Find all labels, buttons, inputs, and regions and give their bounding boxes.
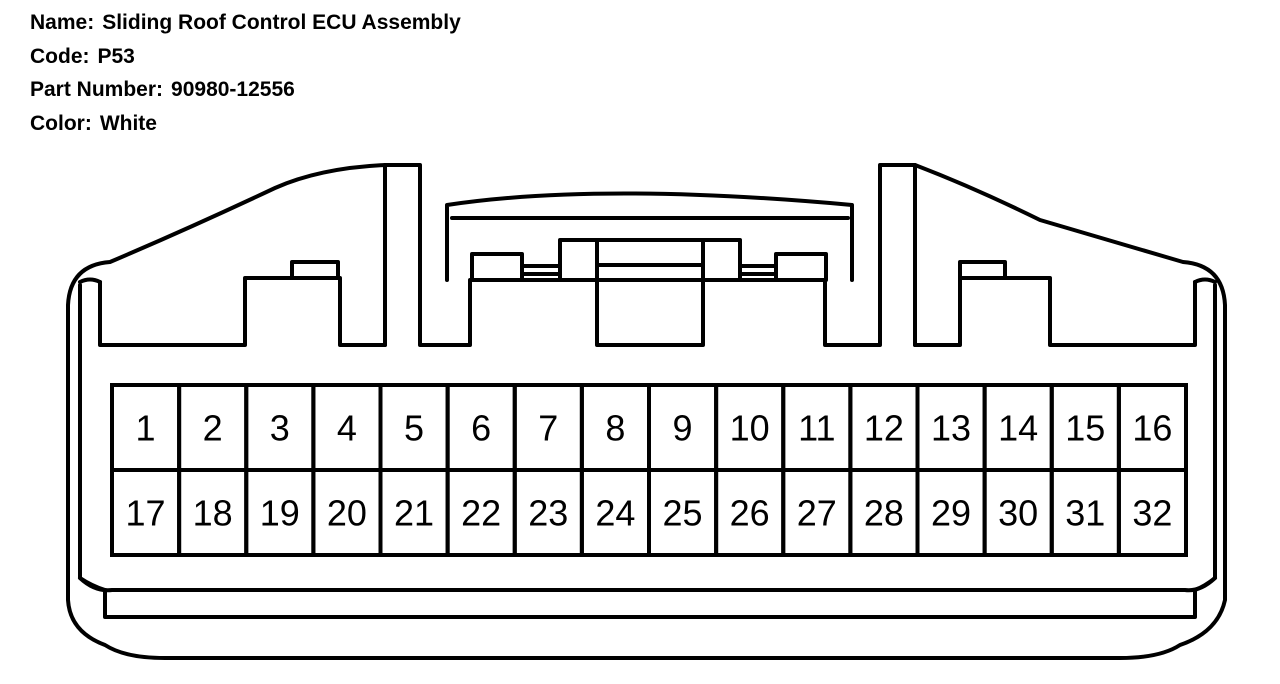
lock-left-connector (520, 264, 562, 276)
code-label: Code: (30, 44, 90, 68)
pin-label-27: 27 (797, 493, 837, 534)
pin-label-6: 6 (471, 408, 491, 449)
color-label: Color: (30, 111, 92, 135)
pin-label-7: 7 (538, 408, 558, 449)
code-row: Code: P53 (30, 40, 630, 74)
right-tab (958, 260, 1007, 280)
pin-label-4: 4 (337, 408, 357, 449)
name-row: Name: Sliding Roof Control ECU Assembly (30, 6, 630, 40)
right-side-step (1193, 277, 1217, 284)
lock-top-block (445, 191, 854, 282)
color-row: Color: White (30, 107, 630, 141)
part-number-value: 90980-12556 (171, 78, 295, 101)
pin-label-11: 11 (798, 408, 835, 449)
pin-label-17: 17 (126, 493, 166, 534)
pin-label-9: 9 (673, 408, 693, 449)
connector-info: Name: Sliding Roof Control ECU Assembly C… (30, 6, 630, 140)
pin-label-3: 3 (270, 408, 290, 449)
lock-left-step (470, 252, 524, 282)
pin-label-15: 15 (1065, 408, 1105, 449)
pin-label-19: 19 (260, 493, 300, 534)
name-label: Name: (30, 11, 95, 34)
pin-label-24: 24 (595, 493, 635, 534)
pin-label-2: 2 (203, 408, 223, 449)
pin-label-12: 12 (864, 408, 904, 449)
name-value: Sliding Roof Control ECU Assembly (102, 11, 461, 34)
lock-right-connector (738, 264, 778, 276)
lock-center-body (558, 238, 742, 282)
lock-center-latch (595, 238, 705, 347)
bottom-left-corner (78, 576, 107, 592)
pin-label-8: 8 (605, 408, 625, 449)
pin-label-23: 23 (528, 493, 568, 534)
part-number-label: Part Number: (30, 78, 164, 101)
left-wall (98, 276, 387, 347)
part-number-row: Part Number: 90980-12556 (30, 73, 630, 107)
pin-label-29: 29 (931, 493, 971, 534)
pin-cell-32 (1116, 468, 1188, 557)
bottom-rail (103, 588, 1197, 619)
pin-label-13: 13 (931, 408, 971, 449)
pin-label-14: 14 (998, 408, 1038, 449)
pin-label-32: 32 (1132, 493, 1172, 534)
pin-label-16: 16 (1132, 408, 1172, 449)
left-side-step (78, 277, 102, 284)
lock-right-step (774, 252, 828, 282)
pin-label-18: 18 (193, 493, 233, 534)
housing-outline (66, 163, 1227, 660)
pin-label-22: 22 (461, 493, 501, 534)
pin-label-20: 20 (327, 493, 367, 534)
left-tab (290, 260, 340, 280)
pin-label-10: 10 (730, 408, 770, 449)
pin-label-28: 28 (864, 493, 904, 534)
pin-label-25: 25 (663, 493, 703, 534)
color-value: White (99, 111, 157, 135)
bottom-right-corner (1193, 576, 1217, 592)
pin-label-5: 5 (404, 408, 424, 449)
pin-label-21: 21 (394, 493, 434, 534)
right-wall (913, 276, 1197, 347)
code-value: P53 (97, 44, 135, 68)
pin-label-31: 31 (1065, 493, 1105, 534)
pin-label-30: 30 (998, 493, 1038, 534)
pin-label-26: 26 (730, 493, 770, 534)
pin-label-1: 1 (136, 408, 156, 449)
